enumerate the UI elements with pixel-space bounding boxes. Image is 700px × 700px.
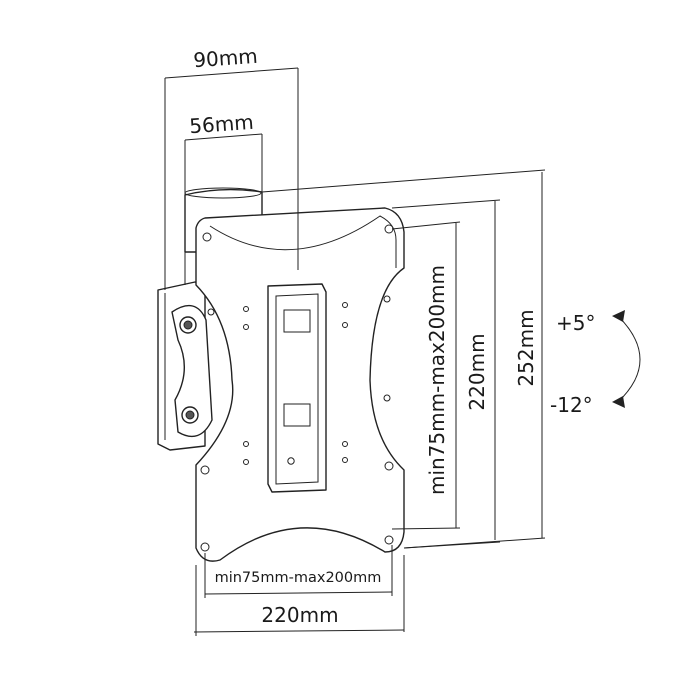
dimension-252mm: 252mm bbox=[261, 169, 546, 549]
tilt-up-label: +5° bbox=[556, 311, 595, 335]
dimension-220mm-vertical: 220mm bbox=[391, 199, 501, 549]
tilt-bracket bbox=[171, 304, 213, 438]
dimension-56mm: 56mm bbox=[184, 110, 263, 195]
tilt-down-label: -12° bbox=[550, 393, 593, 417]
tilt-knob-lower bbox=[181, 406, 199, 424]
dimension-90mm: 90mm bbox=[164, 44, 299, 290]
tilt-range-indicator: +5° -12° bbox=[550, 310, 641, 417]
arrow-down-icon bbox=[612, 396, 625, 408]
dimension-label-vertical-outer: 252mm bbox=[514, 309, 538, 386]
tilt-knob-upper bbox=[179, 316, 197, 334]
dimension-label-horizontal-outer: 220mm bbox=[261, 603, 338, 627]
arrow-up-icon bbox=[612, 310, 625, 322]
dimension-label-vertical-inner: min75mm-max200mm bbox=[425, 265, 449, 495]
dimension-vesa-horizontal: min75mm-max200mm bbox=[204, 545, 393, 598]
dimension-label-top-outer: 90mm bbox=[193, 44, 259, 72]
dimension-label-top-inner: 56mm bbox=[189, 110, 255, 138]
dimension-label-vertical-middle: 220mm bbox=[465, 333, 489, 410]
dimension-label-horizontal-inner: min75mm-max200mm bbox=[215, 570, 382, 586]
center-rail bbox=[267, 283, 327, 493]
dimension-vesa-vertical: min75mm-max200mm bbox=[391, 221, 461, 530]
dimension-220mm-horizontal: 220mm bbox=[193, 555, 405, 636]
